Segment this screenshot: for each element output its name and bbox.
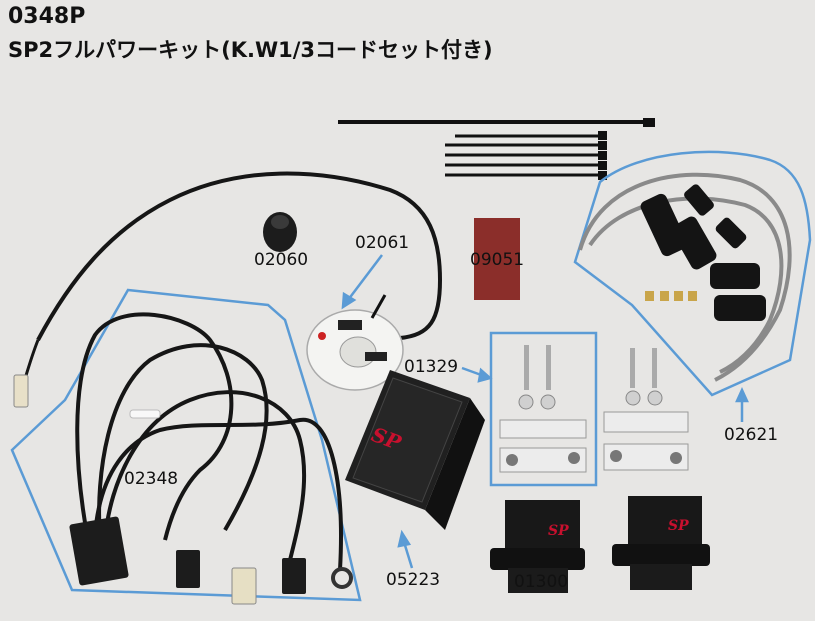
label-09051: 09051 bbox=[470, 250, 525, 270]
label-02061: 02061 bbox=[355, 233, 410, 253]
product-code: 0348P bbox=[8, 4, 86, 29]
label-05223: 05223 bbox=[386, 570, 441, 590]
ring-terminal bbox=[331, 567, 353, 589]
fuse-part bbox=[129, 409, 161, 419]
label-02060: 02060 bbox=[254, 250, 309, 270]
product-name: SP2フルパワーキット(K.W1/3コードセット付き) bbox=[8, 38, 493, 62]
pickup-plate bbox=[306, 294, 404, 391]
heat-pad bbox=[474, 218, 520, 300]
svg-text:SP: SP bbox=[548, 523, 569, 539]
white-connector bbox=[13, 374, 29, 408]
label-01300: 01300 bbox=[514, 572, 569, 592]
leader-arrows bbox=[341, 254, 749, 569]
black-connector-2 bbox=[282, 558, 306, 594]
brass-terminals bbox=[645, 291, 697, 301]
label-01329: 01329 bbox=[404, 357, 459, 377]
black-connector-1 bbox=[176, 550, 200, 588]
svg-text:SP: SP bbox=[668, 518, 689, 534]
rotor-part bbox=[263, 212, 297, 252]
label-02621: 02621 bbox=[724, 425, 779, 445]
wire-harness bbox=[75, 312, 343, 571]
ignition-coil-1: SP bbox=[490, 500, 585, 593]
white-connector-2 bbox=[231, 567, 257, 605]
cord-outline bbox=[573, 150, 812, 397]
harness-outline bbox=[10, 288, 362, 602]
cable-ties bbox=[338, 118, 655, 180]
pickup-cable bbox=[36, 171, 443, 341]
main-connector bbox=[69, 516, 129, 586]
bracket-set-2 bbox=[603, 348, 689, 471]
bracket-set-1 bbox=[499, 345, 587, 473]
ignition-coil-2: SP bbox=[612, 496, 710, 590]
bracket-outline bbox=[489, 331, 598, 487]
plug-caps bbox=[640, 184, 766, 321]
label-02348: 02348 bbox=[124, 469, 179, 489]
cdi-unit: SP bbox=[345, 370, 485, 530]
